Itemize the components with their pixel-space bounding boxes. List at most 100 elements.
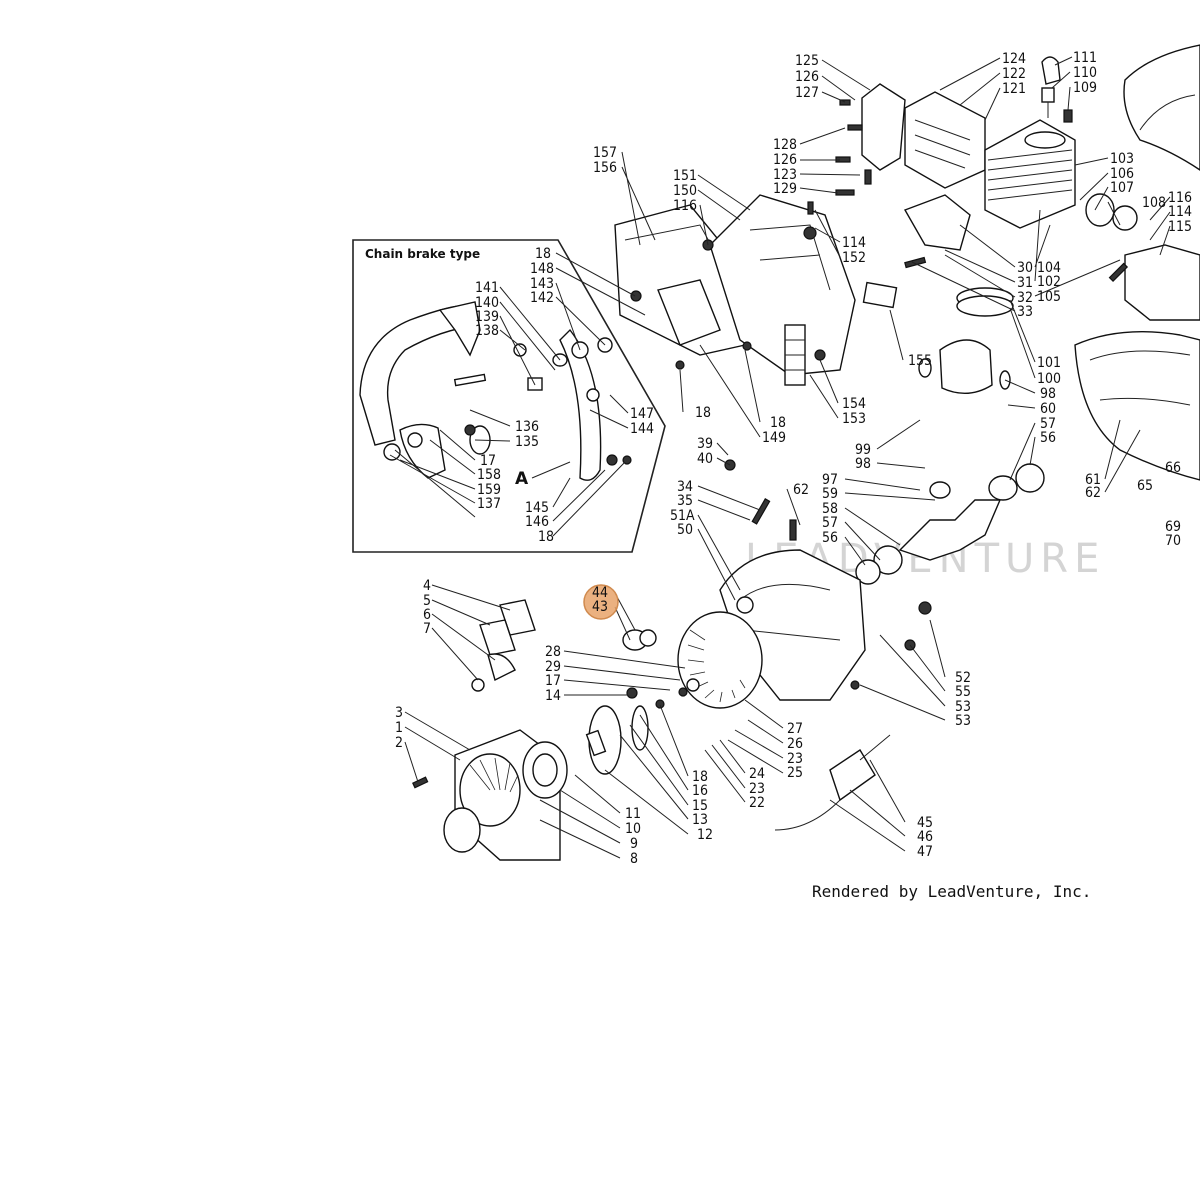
callout-66[interactable]: 66 [1165, 460, 1181, 476]
callout-69[interactable]: 69 [1165, 519, 1181, 535]
callout-60[interactable]: 60 [1040, 401, 1056, 417]
callout-18[interactable]: 18 [692, 769, 708, 785]
callout-138[interactable]: 138 [475, 323, 499, 339]
callout-98[interactable]: 98 [1040, 386, 1056, 402]
callout-57[interactable]: 57 [822, 515, 838, 531]
callout-15[interactable]: 15 [692, 798, 708, 814]
callout-97[interactable]: 97 [822, 472, 838, 488]
callout-116[interactable]: 116 [673, 198, 697, 214]
callout-141[interactable]: 141 [475, 280, 499, 296]
callout-154[interactable]: 154 [842, 396, 866, 412]
callout-22[interactable]: 22 [749, 795, 765, 811]
callout-148[interactable]: 148 [530, 261, 554, 277]
callout-159[interactable]: 159 [477, 482, 501, 498]
callout-140[interactable]: 140 [475, 295, 499, 311]
callout-17[interactable]: 17 [545, 673, 561, 689]
callout-44[interactable]: 44 [592, 585, 608, 601]
callout-27[interactable]: 27 [787, 721, 803, 737]
callout-114[interactable]: 114 [1168, 204, 1192, 220]
callout-51A[interactable]: 51A [670, 508, 695, 524]
callout-53[interactable]: 53 [955, 699, 971, 715]
callout-62[interactable]: 62 [1085, 485, 1101, 501]
callout-114[interactable]: 114 [842, 235, 866, 251]
callout-100[interactable]: 100 [1037, 371, 1061, 387]
callout-58[interactable]: 58 [822, 501, 838, 517]
callout-152[interactable]: 152 [842, 250, 866, 266]
callout-157[interactable]: 157 [593, 145, 617, 161]
callout-57[interactable]: 57 [1040, 416, 1056, 432]
callout-5[interactable]: 5 [423, 593, 431, 609]
callout-45[interactable]: 45 [917, 815, 933, 831]
callout-33[interactable]: 33 [1017, 304, 1033, 320]
callout-40[interactable]: 40 [697, 451, 713, 467]
callout-50[interactable]: 50 [677, 522, 693, 538]
callout-3[interactable]: 3 [395, 705, 403, 721]
callout-29[interactable]: 29 [545, 659, 561, 675]
callout-56[interactable]: 56 [1040, 430, 1056, 446]
callout-102[interactable]: 102 [1037, 274, 1061, 290]
callout-39[interactable]: 39 [697, 436, 713, 452]
callout-25[interactable]: 25 [787, 765, 803, 781]
callout-145[interactable]: 145 [525, 500, 549, 516]
callout-35[interactable]: 35 [677, 493, 693, 509]
callout-155[interactable]: 155 [908, 353, 932, 369]
callout-62[interactable]: 62 [793, 482, 809, 498]
callout-30[interactable]: 30 [1017, 260, 1033, 276]
callout-2[interactable]: 2 [395, 735, 403, 751]
highlight-circle[interactable] [583, 584, 619, 620]
callout-109[interactable]: 109 [1073, 80, 1097, 96]
callout-104[interactable]: 104 [1037, 260, 1061, 276]
callout-99[interactable]: 99 [855, 442, 871, 458]
callout-43[interactable]: 43 [592, 599, 608, 615]
callout-18[interactable]: 18 [538, 529, 554, 545]
callout-23[interactable]: 23 [787, 751, 803, 767]
callout-126[interactable]: 126 [773, 152, 797, 168]
callout-124[interactable]: 124 [1002, 51, 1026, 67]
callout-127[interactable]: 127 [795, 85, 819, 101]
callout-32[interactable]: 32 [1017, 290, 1033, 306]
callout-98[interactable]: 98 [855, 456, 871, 472]
callout-46[interactable]: 46 [917, 829, 933, 845]
callout-129[interactable]: 129 [773, 181, 797, 197]
callout-18[interactable]: 18 [535, 246, 551, 262]
callout-143[interactable]: 143 [530, 276, 554, 292]
callout-146[interactable]: 146 [525, 514, 549, 530]
callout-103[interactable]: 103 [1110, 151, 1134, 167]
callout-11[interactable]: 11 [625, 806, 641, 822]
callout-149[interactable]: 149 [762, 430, 786, 446]
callout-108[interactable]: 108 [1142, 195, 1166, 211]
callout-116[interactable]: 116 [1168, 190, 1192, 206]
callout-106[interactable]: 106 [1110, 166, 1134, 182]
callout-14[interactable]: 14 [545, 688, 561, 704]
callout-56[interactable]: 56 [822, 530, 838, 546]
callout-26[interactable]: 26 [787, 736, 803, 752]
callout-23[interactable]: 23 [749, 781, 765, 797]
callout-61[interactable]: 61 [1085, 472, 1101, 488]
callout-115[interactable]: 115 [1168, 219, 1192, 235]
callout-18[interactable]: 18 [770, 415, 786, 431]
callout-126[interactable]: 126 [795, 69, 819, 85]
callout-147[interactable]: 147 [630, 406, 654, 422]
callout-144[interactable]: 144 [630, 421, 654, 437]
callout-31[interactable]: 31 [1017, 275, 1033, 291]
callout-10[interactable]: 10 [625, 821, 641, 837]
callout-13[interactable]: 13 [692, 812, 708, 828]
callout-110[interactable]: 110 [1073, 65, 1097, 81]
callout-16[interactable]: 16 [692, 783, 708, 799]
callout-12[interactable]: 12 [697, 827, 713, 843]
callout-8[interactable]: 8 [630, 851, 638, 867]
callout-34[interactable]: 34 [677, 479, 693, 495]
callout-139[interactable]: 139 [475, 309, 499, 325]
callout-107[interactable]: 107 [1110, 180, 1134, 196]
callout-123[interactable]: 123 [773, 167, 797, 183]
callout-28[interactable]: 28 [545, 644, 561, 660]
callout-24[interactable]: 24 [749, 766, 765, 782]
callout-105[interactable]: 105 [1037, 289, 1061, 305]
callout-4[interactable]: 4 [423, 578, 431, 594]
callout-65[interactable]: 65 [1137, 478, 1153, 494]
callout-121[interactable]: 121 [1002, 81, 1026, 97]
callout-9[interactable]: 9 [630, 836, 638, 852]
callout-142[interactable]: 142 [530, 290, 554, 306]
callout-150[interactable]: 150 [673, 183, 697, 199]
callout-137[interactable]: 137 [477, 496, 501, 512]
